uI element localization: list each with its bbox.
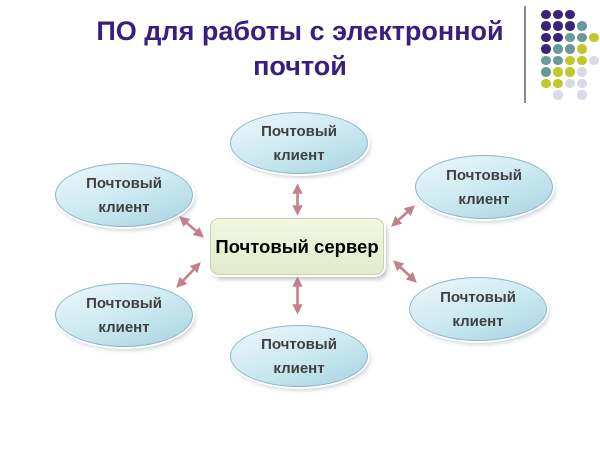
client-node-bottom: Почтовый клиент [230, 325, 368, 387]
server-node-label: Почтовый сервер [215, 235, 379, 257]
client-label-line2: клиент [273, 359, 325, 377]
decoration-dot [565, 21, 575, 31]
decoration-dot [541, 78, 551, 88]
client-label-line1: Почтовый [261, 122, 337, 140]
decoration-dot [565, 78, 575, 88]
decoration-dot [577, 90, 587, 100]
client-node-lower-left: Почтовый клиент [55, 283, 193, 347]
decoration-dot [553, 9, 563, 19]
client-label-line1: Почтовый [86, 294, 162, 312]
decoration-dot [553, 90, 563, 100]
decoration-dot [577, 67, 587, 77]
decoration-dot [541, 55, 551, 65]
decoration-dot [541, 21, 551, 31]
decoration-dot [565, 32, 575, 42]
decoration-dot [565, 44, 575, 54]
decoration-dot [577, 32, 587, 42]
decoration-dot [553, 21, 563, 31]
decoration-dot [565, 55, 575, 65]
decoration-dot [553, 32, 563, 42]
client-node-upper-right: Почтовый клиент [415, 155, 553, 219]
client-node-upper-left: Почтовый клиент [55, 163, 193, 227]
decoration-dot [577, 55, 587, 65]
client-label-line2: клиент [458, 190, 510, 208]
slide-title: ПО для работы с электронной почтой [96, 16, 504, 81]
title-divider-line [524, 6, 526, 103]
decoration-dot [565, 67, 575, 77]
client-label-line2: клиент [98, 318, 150, 336]
client-label-line1: Почтовый [86, 174, 162, 192]
double-arrow-lower-left [176, 262, 201, 288]
client-node-lower-right: Почтовый клиент [409, 277, 547, 341]
client-label-line2: клиент [273, 146, 325, 164]
decoration-dot [553, 78, 563, 88]
decoration-dot [541, 32, 551, 42]
decoration-dot [541, 9, 551, 19]
decoration-dot [565, 9, 575, 19]
client-label-line1: Почтовый [440, 288, 516, 306]
decoration-dot [577, 78, 587, 88]
client-label-line1: Почтовый [261, 335, 337, 353]
client-label-line2: клиент [452, 312, 504, 330]
double-arrow-upper-right [391, 205, 415, 227]
decoration-dot [553, 44, 563, 54]
client-label-line2: клиент [98, 198, 150, 216]
decoration-dot [553, 55, 563, 65]
server-node: Почтовый сервер [210, 218, 384, 275]
client-label-line1: Почтовый [446, 166, 522, 184]
client-node-top: Почтовый клиент [230, 112, 368, 174]
decoration-dot [589, 55, 599, 65]
decoration-dot [589, 32, 599, 42]
double-arrow-lower-right [393, 260, 417, 283]
decoration-dot [541, 44, 551, 54]
decoration-dot [577, 44, 587, 54]
double-arrow-upper-left [179, 216, 204, 238]
dot-pattern-decoration [0, 0, 600, 110]
decoration-dot [577, 21, 587, 31]
decoration-dot [553, 67, 563, 77]
decoration-dot [541, 67, 551, 77]
